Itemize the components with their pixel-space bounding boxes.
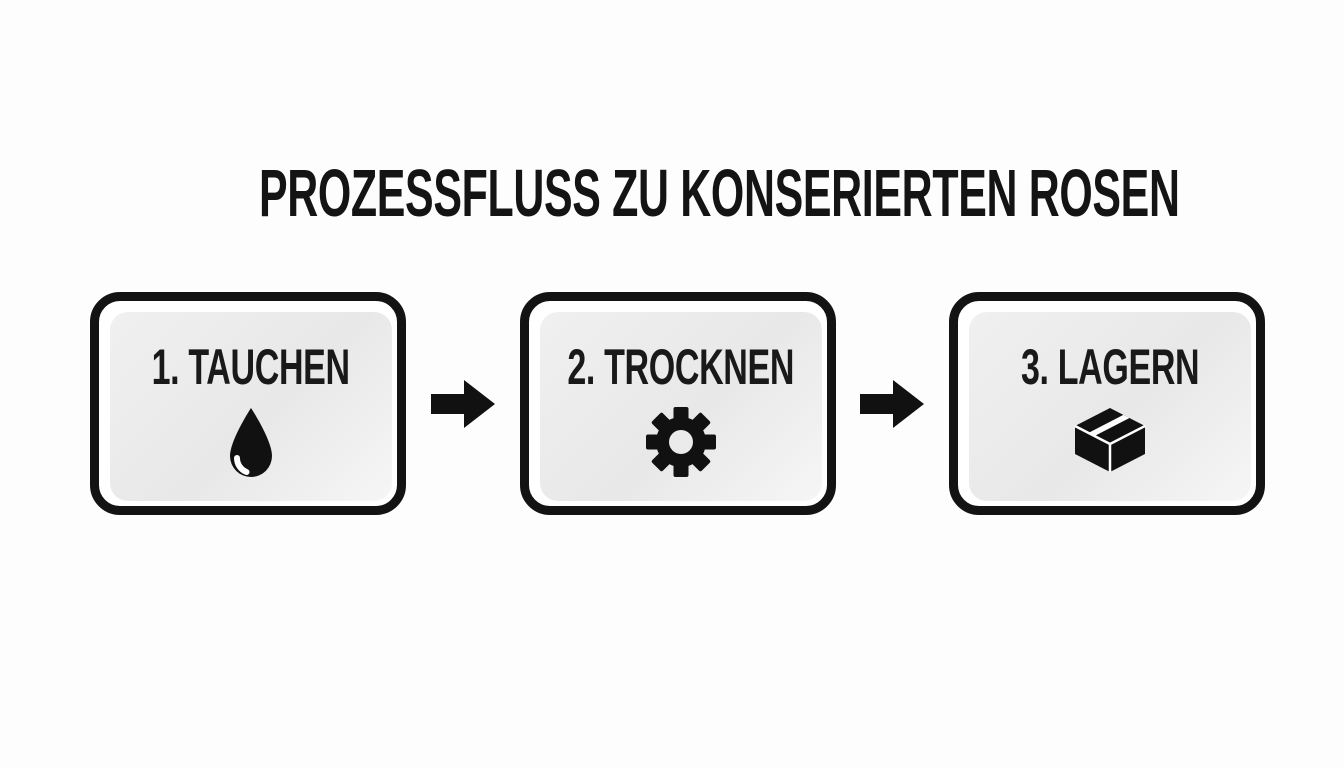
- package-box-icon: [1071, 406, 1149, 474]
- step-box-lagern: 3. LAGERN: [949, 292, 1265, 515]
- step-label: 2. TROCKNEN: [514, 342, 847, 392]
- water-drop-icon: [224, 406, 278, 480]
- step-label-text: 2. TROCKNEN: [567, 339, 794, 395]
- arrow-right-icon: [430, 379, 495, 428]
- step-panel: 1. TAUCHEN: [110, 312, 392, 501]
- step-label: 3. LAGERN: [979, 342, 1241, 392]
- step-label: 1. TAUCHEN: [105, 342, 396, 392]
- step-panel: 2. TROCKNEN: [539, 312, 822, 501]
- diagram-title: PROZESSFLUSS ZU KONSERIERTEN ROSEN: [0, 160, 1344, 227]
- step-box-trocknen: 2. TROCKNEN: [519, 292, 836, 515]
- step-panel: 3. LAGERN: [969, 312, 1251, 501]
- step-label-text: 3. LAGERN: [1020, 339, 1200, 395]
- arrow-right-icon: [860, 379, 925, 428]
- gear-icon: [645, 406, 717, 478]
- connector-1: [406, 292, 520, 515]
- step-label-text: 1. TAUCHEN: [151, 339, 351, 395]
- diagram-title-text: PROZESSFLUSS ZU KONSERIERTEN ROSEN: [258, 156, 1180, 231]
- flow-row: 1. TAUCHEN 2. TROCKNEN: [90, 292, 1265, 515]
- connector-2: [836, 292, 950, 515]
- step-box-tauchen: 1. TAUCHEN: [90, 292, 406, 515]
